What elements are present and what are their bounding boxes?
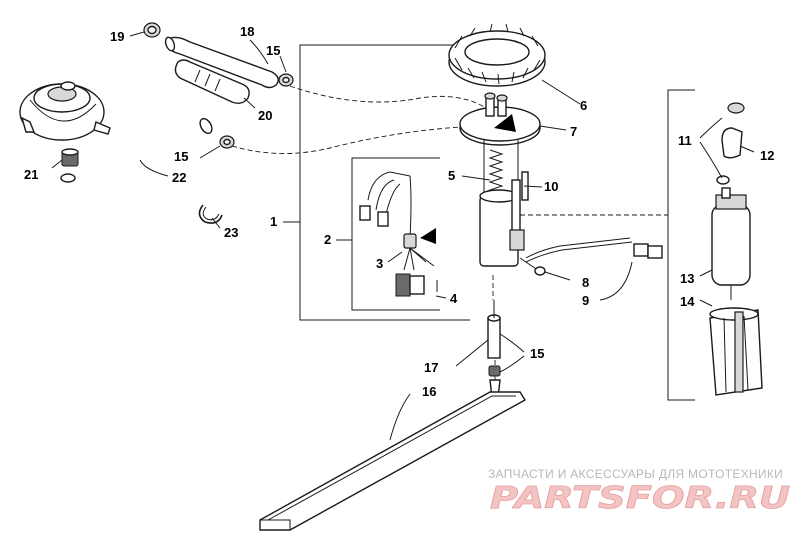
- callout-3: 3: [376, 256, 383, 271]
- sender-harness-9: [525, 237, 663, 263]
- watermark: ЗАПЧАСТИ И АКСЕССУАРЫ ДЛЯ МОТОТЕХНИКИ PA…: [488, 467, 790, 516]
- callout-21: 21: [24, 167, 38, 182]
- callout-13: 13: [680, 271, 694, 286]
- callout-4: 4: [450, 291, 458, 306]
- callout-5: 5: [448, 168, 455, 183]
- callout-18: 18: [240, 24, 254, 39]
- vent-hose-20: [174, 59, 250, 105]
- pump-detail-bracket: [520, 89, 695, 401]
- callout-14: 14: [680, 294, 695, 309]
- leader-lines: [51, 31, 755, 441]
- callout-9: 9: [582, 293, 589, 308]
- callout-20: 20: [258, 108, 272, 123]
- dashed-routing-lines: [231, 85, 496, 380]
- callout-19: 19: [110, 29, 124, 44]
- pump-assembly-5: [479, 140, 529, 267]
- hose-clamp-19: [143, 22, 161, 38]
- callout-15-lower: 15: [530, 346, 544, 361]
- callout-22: 22: [172, 170, 186, 185]
- lock-ring-6: [448, 23, 546, 87]
- callout-11: 11: [678, 133, 692, 148]
- watermark-logo: PARTSFOR.RU: [490, 481, 790, 516]
- callout-8: 8: [582, 275, 589, 290]
- callout-labels: 19 18 15 20 21 22 15 23 1 2 3 4 5 6 7 10…: [24, 24, 774, 399]
- ground-wire-8: [519, 257, 546, 276]
- fuel-filter-housing: [19, 81, 111, 141]
- vent-hose-18: [164, 36, 279, 89]
- callout-10: 10: [544, 179, 558, 194]
- callout-12: 12: [760, 148, 774, 163]
- callout-15-upper: 15: [266, 43, 280, 58]
- callout-2: 2: [324, 232, 331, 247]
- hose-clamp-11: [716, 102, 745, 185]
- callout-7: 7: [570, 124, 577, 139]
- pump-flange-7: [459, 92, 541, 146]
- arrow-marker-top: [494, 114, 516, 132]
- callout-23: 23: [224, 225, 238, 240]
- callout-17: 17: [424, 360, 438, 375]
- fuel-hose-22: [60, 109, 213, 226]
- callout-16: 16: [422, 384, 436, 399]
- assembly-bracket-1: [283, 44, 470, 321]
- retaining-clip-23: [198, 204, 223, 224]
- harness-bracket-2: [336, 157, 440, 311]
- fitting-cap-21: [61, 148, 79, 167]
- pump-filter-14: [709, 307, 763, 396]
- callout-6: 6: [580, 98, 587, 113]
- hose-12: [721, 127, 743, 159]
- arrow-marker-harness: [420, 228, 436, 244]
- pickup-tube-17: [487, 300, 501, 359]
- watermark-caption: ЗАПЧАСТИ И АКСЕССУАРЫ ДЛЯ МОТОТЕХНИКИ: [488, 467, 783, 481]
- callout-1: 1: [270, 214, 277, 229]
- fuel-pump-13: [711, 187, 751, 300]
- fuel-tank-strap-16: [259, 391, 526, 531]
- wiring-harness-2: [359, 171, 438, 297]
- hose-clamp-15-middle: [219, 135, 235, 149]
- callout-15-middle: 15: [174, 149, 188, 164]
- hose-clamp-15-upper: [278, 73, 294, 87]
